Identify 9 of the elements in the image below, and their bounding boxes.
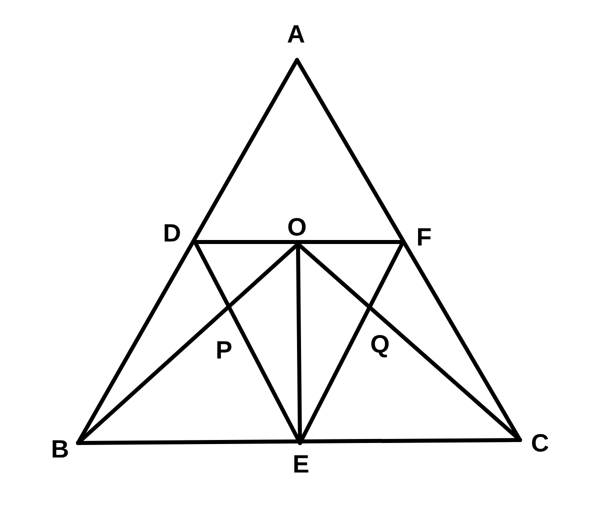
point-label: O [287, 216, 307, 240]
point-label: E [292, 452, 310, 478]
point-label: P [216, 338, 232, 364]
point-label: D [162, 222, 182, 246]
point-label: Q [370, 332, 390, 358]
point-label: B [50, 438, 70, 462]
point-label: F [416, 226, 432, 250]
point-label: A [286, 22, 306, 48]
point-label: C [530, 432, 550, 456]
